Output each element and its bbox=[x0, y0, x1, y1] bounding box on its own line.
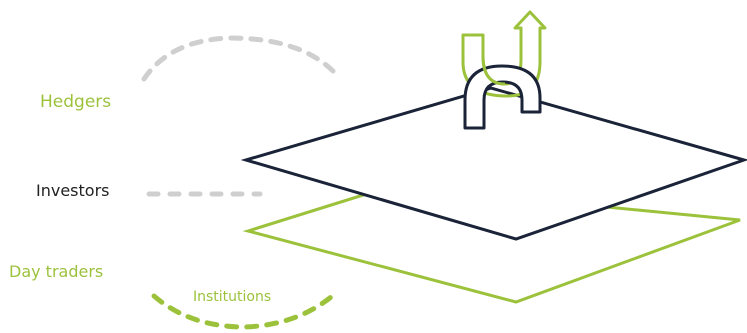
interlocking-pipes-icon bbox=[461, 10, 547, 130]
dark-pipe bbox=[463, 64, 542, 130]
investors-label: Investors bbox=[36, 181, 110, 200]
institutions-dashed-arc bbox=[151, 289, 340, 330]
hedgers-dashed-arc bbox=[141, 35, 337, 82]
green-plane bbox=[242, 184, 741, 304]
hedgers-label: Hedgers bbox=[40, 92, 112, 112]
dark-plane bbox=[240, 86, 747, 241]
day-traders-label: Day traders bbox=[9, 262, 104, 281]
institutions-label: Institutions bbox=[193, 289, 272, 305]
green-pipe-overlap bbox=[481, 55, 506, 86]
